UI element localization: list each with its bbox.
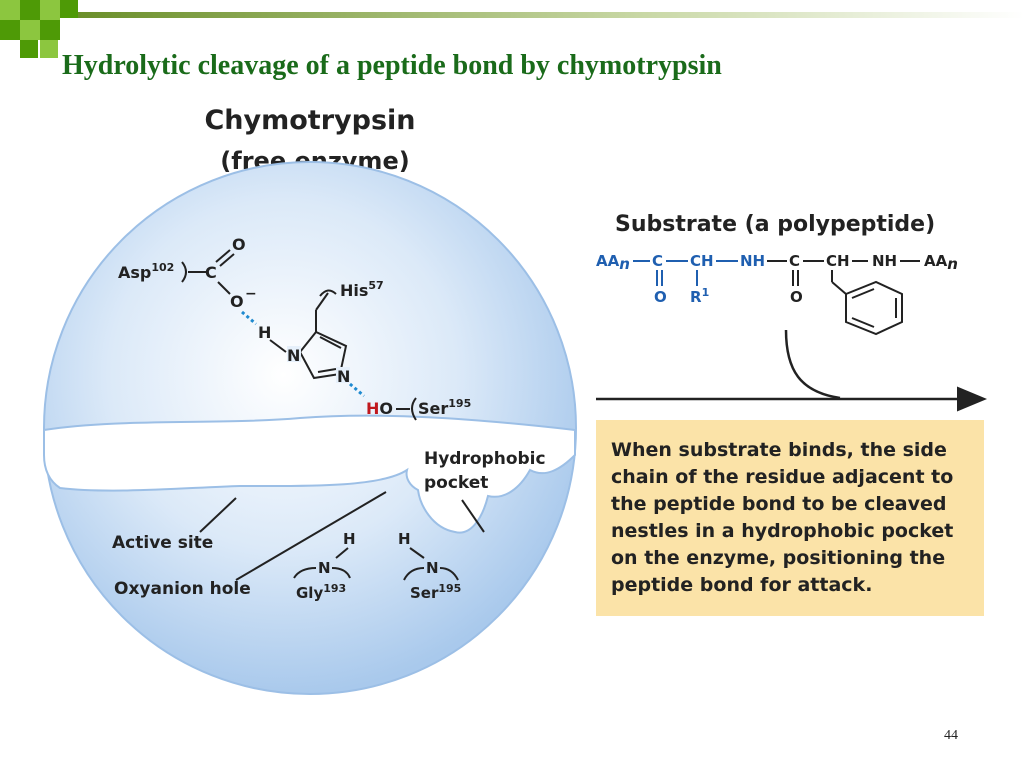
benzene-ring [845, 280, 903, 336]
gly-label: Gly193 [296, 582, 346, 602]
caption-line: chain of the residue adjacent to [611, 466, 953, 488]
hydrophobic-pocket-label: pocket [424, 473, 488, 493]
corner-square-decoration [60, 0, 78, 18]
substrate-aa-left: AAn [596, 252, 630, 273]
benzene-double-bond [851, 288, 875, 299]
his-backbone-bracket [319, 289, 337, 297]
asp-backbone-bracket [181, 261, 187, 283]
substrate-alpha-ch: CH [690, 252, 714, 270]
substrate-carbonyl-c: C [652, 252, 663, 270]
substrate-scissile-o: O [790, 288, 803, 306]
his-side-chain-bond [315, 292, 329, 311]
asp-carbon: C [205, 263, 217, 282]
active-site-pointer [199, 497, 237, 533]
gly-backbone [293, 567, 351, 579]
corner-square-decoration [20, 20, 40, 40]
imidazole-nitrogen: N [337, 367, 350, 386]
oxyanion-hole-pointer [235, 491, 387, 581]
carboxylate-bond [217, 281, 231, 295]
hydrophobic-pocket-label: Hydrophobic [424, 449, 546, 469]
asp-carbonyl-oxygen: O [232, 235, 246, 254]
caption-line: the peptide bond to be cleaved [611, 493, 947, 515]
corner-square-decoration [0, 0, 20, 20]
substrate-r-group: R1 [690, 286, 709, 306]
binding-curved-arrow [784, 329, 841, 400]
gly-nh-bond [335, 547, 349, 559]
caption-line: When substrate binds, the side [611, 439, 947, 461]
corner-square-decoration [0, 20, 20, 40]
substrate-nh: NH [740, 252, 765, 270]
substrate-title: Substrate (a polypeptide) [615, 212, 935, 237]
caption-box [596, 420, 984, 616]
oxyanion-hole-label: Oxyanion hole [114, 579, 251, 599]
gly-hydrogen: H [343, 530, 356, 548]
asp-label: Asp102 [118, 261, 174, 282]
imidazole-double-bond [317, 368, 337, 373]
ser-hydroxyl: HO [366, 399, 393, 418]
hydrophobic-pocket-pointer [461, 499, 485, 533]
active-site-cleft [43, 414, 576, 534]
slide-title: Hydrolytic cleavage of a peptide bond by… [62, 50, 722, 81]
ser-nitrogen: N [426, 559, 439, 577]
corner-square-decoration [40, 0, 60, 20]
substrate-carbonyl-o: O [654, 288, 667, 306]
his-label: His57 [340, 279, 384, 300]
caption-line: nestles in a hydrophobic pocket [611, 520, 953, 542]
substrate-nh-2: NH [872, 252, 897, 270]
imidazole-double-bond [319, 336, 342, 349]
atom-mask [336, 367, 350, 383]
ser-backbone-bracket [411, 397, 417, 421]
ser-nh-bond [409, 547, 425, 559]
substrate-scissile-c: C [789, 252, 800, 270]
carbonyl-double-bond [219, 253, 235, 267]
negative-charge: − [245, 286, 257, 302]
benzene-double-bond [851, 317, 875, 328]
page-number: 44 [944, 728, 958, 743]
imidazole-ring [298, 330, 348, 380]
corner-square-decoration [20, 0, 40, 20]
caption-line: on the enzyme, positioning the [611, 547, 945, 569]
enzyme-title: Chymotrypsin [204, 105, 415, 136]
benzyl-bond [831, 281, 847, 295]
ser-backbone [403, 567, 459, 581]
substrate-ch-phe: CH [826, 252, 850, 270]
substrate-aa-right: AAn [924, 252, 958, 273]
ser2-label: Ser195 [410, 582, 461, 602]
gly-nitrogen: N [318, 559, 331, 577]
ser-label: Ser195 [418, 397, 471, 418]
corner-square-decoration [40, 20, 60, 40]
active-site-label: Active site [112, 533, 213, 553]
carbonyl-double-bond [215, 249, 231, 263]
corner-square-decoration [20, 40, 38, 58]
corner-square-decoration [40, 40, 58, 58]
ser-hydrogen: H [398, 530, 411, 548]
imidazole-nitrogen: N [287, 346, 300, 365]
header-gradient-bar [78, 12, 1024, 18]
his-hydrogen: H [258, 323, 271, 342]
atom-mask [287, 346, 301, 362]
carboxylate-oxygen: O [230, 292, 244, 311]
nh-bond [269, 339, 287, 353]
caption-line: peptide bond for attack. [611, 574, 872, 596]
